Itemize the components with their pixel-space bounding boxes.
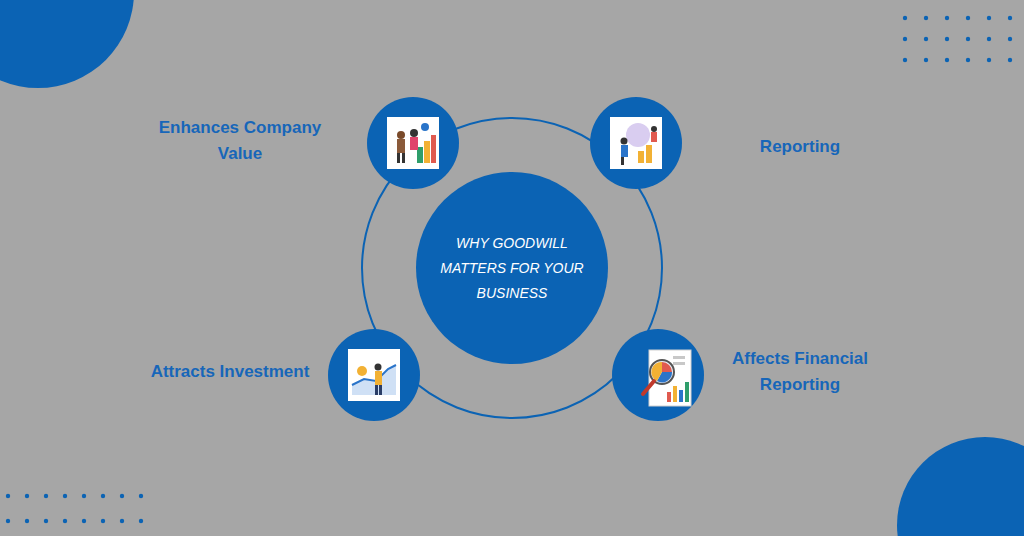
investment-icon [348,349,400,401]
dot-grid [903,16,1012,62]
dot [120,494,124,498]
dot [1008,16,1012,20]
dot [6,494,10,498]
value-icon [387,117,439,169]
dot [101,494,105,498]
dot [63,519,67,523]
dot [120,519,124,523]
dot [924,37,928,41]
dot [987,58,991,62]
dot [966,16,970,20]
circle-fill [590,97,682,189]
circle-fill [328,329,420,421]
dot [945,58,949,62]
dot [903,37,907,41]
dot [44,519,48,523]
dot [903,16,907,20]
reporting-icon [610,117,662,169]
corner-circle [0,0,134,88]
benefit-label: Affects Financial Reporting [715,346,885,398]
dot [25,494,29,498]
dot [1008,58,1012,62]
dot [82,494,86,498]
circle-fill [416,172,608,364]
dot [903,58,907,62]
dot [924,58,928,62]
dot [924,16,928,20]
dot [63,494,67,498]
corner-circle [897,437,1024,536]
dot [987,16,991,20]
dot [139,519,143,523]
dot [945,37,949,41]
dot [139,494,143,498]
benefit-label: Enhances Company Value [155,115,325,167]
dot [987,37,991,41]
central-circle: WHY GOODWILL MATTERS FOR YOUR BUSINESS [416,172,608,364]
center-title: WHY GOODWILL MATTERS FOR YOUR BUSINESS [428,231,596,306]
dot [1008,37,1012,41]
dot [25,519,29,523]
benefit-label: Attracts Investment [145,359,315,385]
dot [6,519,10,523]
dot [945,16,949,20]
dot [966,58,970,62]
benefit-label: Reporting [715,134,885,160]
dot [966,37,970,41]
dot-grid [6,494,143,523]
dot [44,494,48,498]
circle-fill [612,329,704,421]
dot [101,519,105,523]
dot [82,519,86,523]
circle-fill [367,97,459,189]
financial-report-icon [643,350,691,406]
